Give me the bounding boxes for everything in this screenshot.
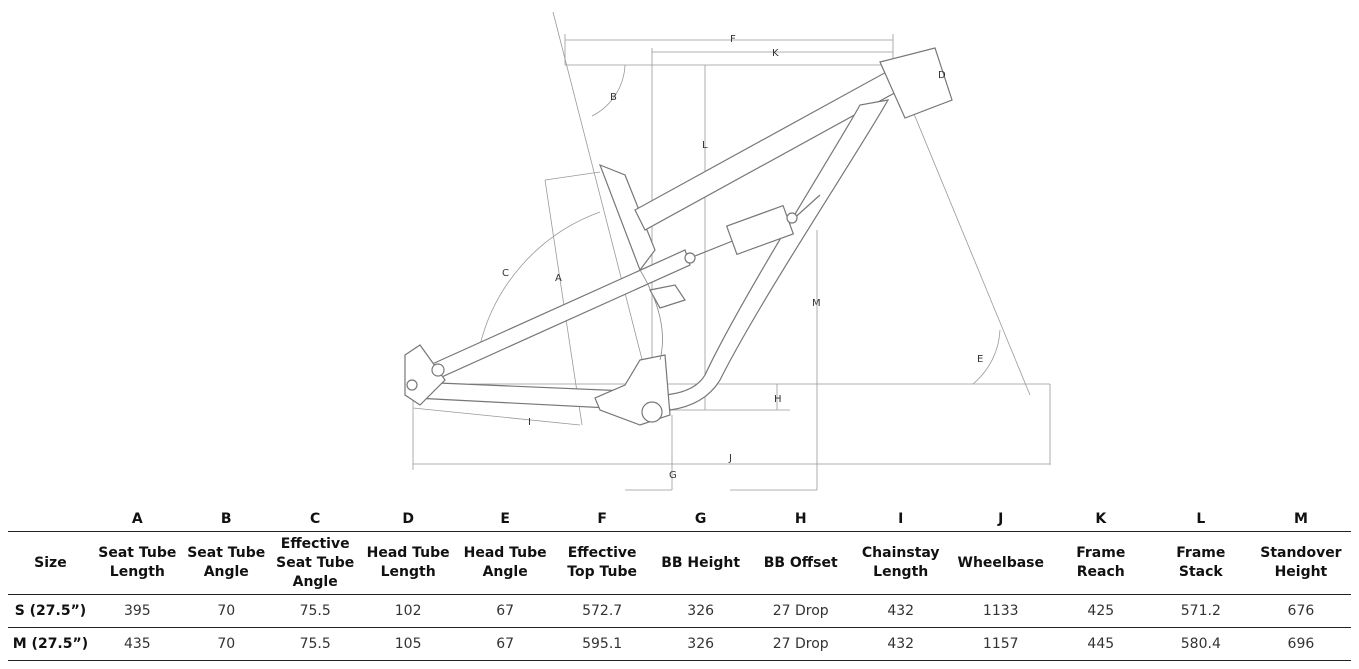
column-header: Wheelbase: [950, 531, 1051, 595]
letter-cell: [8, 507, 93, 532]
letter-cell: D: [402, 511, 414, 527]
letter-cell: L: [1196, 511, 1206, 527]
column-header: Effective Seat Tube Angle: [270, 531, 360, 595]
column-header: Frame Reach: [1050, 531, 1151, 595]
table-cell: 67: [456, 594, 554, 628]
label-l: L: [702, 140, 708, 151]
table-cell: 27 Drop: [750, 594, 851, 628]
table-cell: 676: [1250, 594, 1351, 628]
label-h: H: [774, 394, 782, 405]
table-cell: 1133: [950, 594, 1051, 628]
table-cell: 432: [850, 627, 951, 661]
table-cell: 595.1: [553, 627, 651, 661]
column-header: Head Tube Angle: [456, 531, 554, 595]
letter-row: A B C D E F G H I J K L M: [8, 507, 1351, 532]
table-cell: 75.5: [270, 594, 360, 628]
table-cell: 425: [1050, 594, 1151, 628]
table-cell: 326: [650, 594, 751, 628]
label-e: E: [977, 354, 983, 365]
label-b: B: [610, 92, 617, 103]
table-cell: 580.4: [1150, 627, 1251, 661]
frame-geometry-diagram: F K D B L C A M E H I J G: [404, 11, 1051, 491]
label-j: J: [728, 453, 732, 464]
header-row: Size Seat Tube Length Seat Tube Angle Ef…: [8, 531, 1351, 595]
column-header: Seat Tube Angle: [181, 531, 271, 595]
label-k: K: [772, 48, 779, 59]
label-c: C: [502, 268, 509, 279]
table-cell: 696: [1250, 627, 1351, 661]
letter-cell: I: [898, 511, 904, 527]
column-header: BB Height: [650, 531, 751, 595]
label-d: D: [938, 70, 946, 81]
table-cell: 70: [181, 594, 271, 628]
letter-cell: H: [794, 511, 807, 527]
table-row-m: M (27.5”) 435 70 75.5 105 67 595.1 326 2…: [8, 627, 1351, 661]
column-header: Size: [8, 531, 93, 595]
table-cell: 432: [850, 594, 951, 628]
letter-cell: B: [220, 511, 232, 527]
dimension-labels: F K D B L C A M E H I J G: [502, 34, 983, 481]
geometry-table: A B C D E F G H I J K L M Size Seat Tube…: [8, 507, 1351, 661]
column-header: Frame Stack: [1150, 531, 1251, 595]
table-cell: 445: [1050, 627, 1151, 661]
table-cell: 105: [359, 627, 457, 661]
label-f: F: [730, 34, 736, 45]
table-cell: 435: [92, 627, 182, 661]
table-row-s: S (27.5”) 395 70 75.5 102 67 572.7 326 2…: [8, 594, 1351, 628]
letter-cell: M: [1293, 511, 1308, 527]
dimension-lines: [412, 11, 1051, 491]
table-cell: 1157: [950, 627, 1051, 661]
letter-cell: C: [310, 511, 321, 527]
table-cell: 395: [92, 594, 182, 628]
table-cell: 326: [650, 627, 751, 661]
label-a: A: [555, 273, 562, 284]
letter-cell: J: [998, 511, 1004, 527]
letter-cell: A: [131, 511, 143, 527]
column-header: Seat Tube Length: [92, 531, 182, 595]
size-cell: M (27.5”): [8, 627, 93, 661]
letter-cell: F: [597, 511, 607, 527]
table-cell: 67: [456, 627, 554, 661]
column-header: BB Offset: [750, 531, 851, 595]
label-m: M: [812, 298, 821, 309]
column-header: Chainstay Length: [850, 531, 951, 595]
column-header: Effective Top Tube: [553, 531, 651, 595]
table-cell: 571.2: [1150, 594, 1251, 628]
letter-cell: K: [1095, 511, 1107, 527]
table-cell: 75.5: [270, 627, 360, 661]
size-cell: S (27.5”): [8, 594, 93, 628]
letter-cell: G: [694, 511, 707, 527]
table-cell: 102: [359, 594, 457, 628]
table-cell: 70: [181, 627, 271, 661]
column-header: Standover Height: [1250, 531, 1351, 595]
label-g: G: [669, 470, 677, 481]
column-header: Head Tube Length: [359, 531, 457, 595]
table-cell: 572.7: [553, 594, 651, 628]
letter-cell: E: [500, 511, 510, 527]
bike-frame: [404, 47, 953, 426]
table-cell: 27 Drop: [750, 627, 851, 661]
label-i: I: [528, 417, 531, 428]
